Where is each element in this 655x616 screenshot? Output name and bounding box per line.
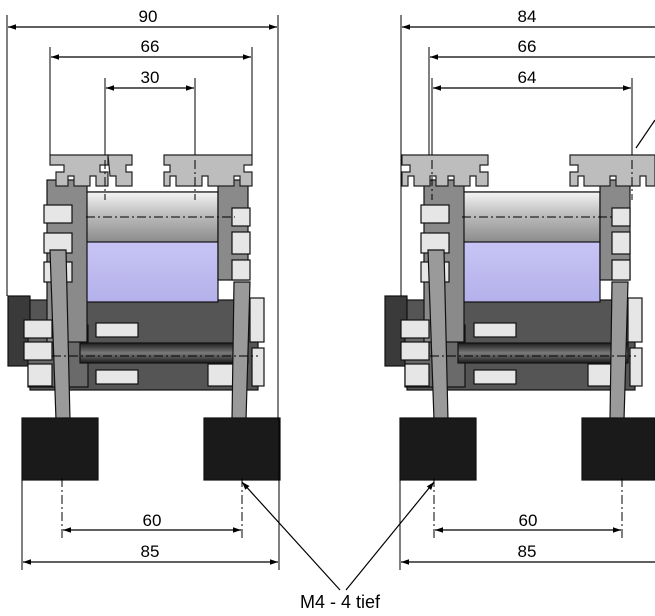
right-dimension-lines xyxy=(401,24,655,565)
right-view: 84 66 64 60 85 xyxy=(384,7,655,570)
right-dim-middle-top: 66 xyxy=(518,37,537,56)
left-dim-inner-bottom: 60 xyxy=(143,511,162,530)
thread-callout: M4 - 4 tief xyxy=(241,481,435,612)
right-dim-inner-bottom: 60 xyxy=(519,511,538,530)
left-extension-lines xyxy=(6,15,280,570)
right-extension-lines xyxy=(399,15,633,570)
left-view: 90 66 30 60 85 xyxy=(6,7,281,570)
left-dimension-lines xyxy=(8,24,278,565)
right-mechanism xyxy=(384,154,655,481)
callout-leader-right xyxy=(345,481,435,591)
right-dim-outer-bottom: 85 xyxy=(518,542,537,561)
right-dim-inner-top: 64 xyxy=(518,68,537,87)
left-mechanism xyxy=(7,154,281,481)
callout-leader-left xyxy=(241,481,341,591)
callout-label: M4 - 4 tief xyxy=(300,592,381,612)
left-dim-outer-bottom: 85 xyxy=(141,542,160,561)
left-dim-middle-top: 66 xyxy=(141,37,160,56)
left-dim-outer-top: 90 xyxy=(139,7,158,26)
left-dim-inner-top: 30 xyxy=(141,68,160,87)
right-dim-outer-top: 84 xyxy=(518,7,537,26)
